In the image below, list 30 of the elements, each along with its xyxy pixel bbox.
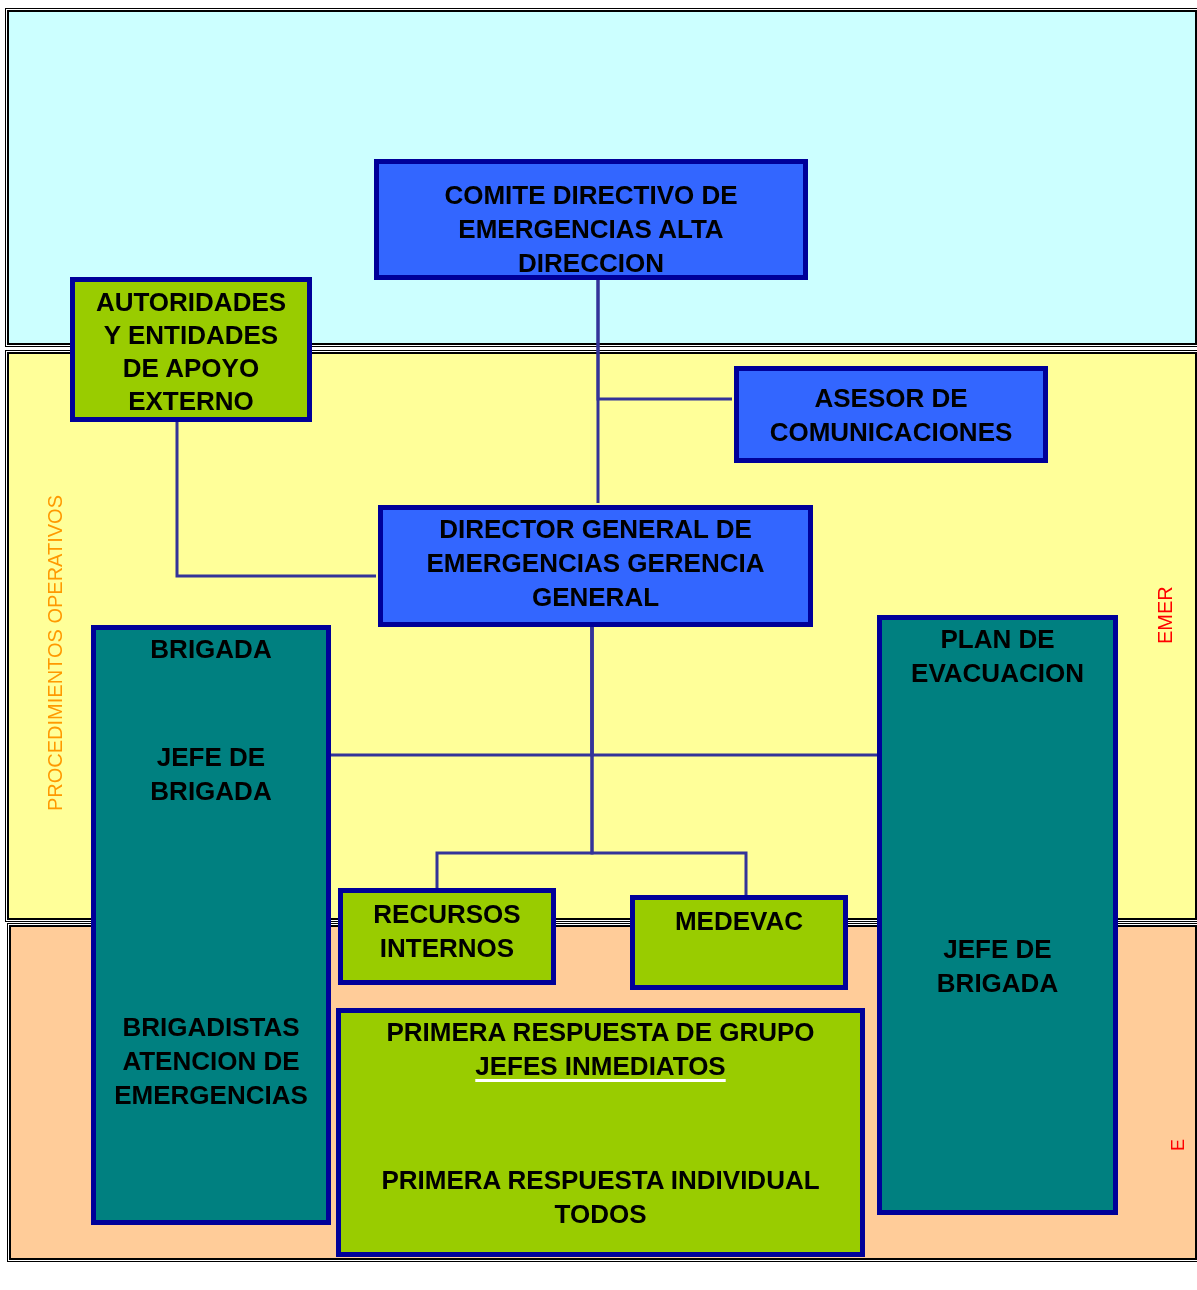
group-box: [91, 625, 331, 1225]
box-label: PRIMERA RESPUESTA DE GRUPO: [385, 1016, 816, 1049]
connector-line: [590, 625, 748, 895]
org-box: [336, 1008, 865, 1257]
side-label: E: [1169, 1138, 1187, 1151]
group-box: [877, 615, 1118, 1215]
box-label: JEFES INMEDIATOS: [474, 1050, 727, 1083]
org-box: [378, 505, 813, 627]
box-label: AUTORIDADES Y ENTIDADES DE APOYO EXTERNO: [94, 286, 288, 418]
side-label: EMER: [1155, 585, 1175, 644]
org-box: [70, 277, 312, 422]
box-label: JEFE DE BRIGADA: [149, 741, 273, 808]
box-label: JEFE DE BRIGADA: [935, 933, 1060, 1000]
org-box: [338, 888, 556, 985]
side-label: PROCEDIMIENTOS OPERATIVOS: [45, 494, 65, 811]
level-band: [7, 10, 1197, 345]
box-label: BRIGADISTAS ATENCION DE EMERGENCIAS: [113, 1011, 309, 1112]
connector-line: [596, 278, 732, 401]
org-box: [630, 895, 848, 990]
box-label: RECURSOS INTERNOS: [372, 898, 522, 965]
box-label: ASESOR DE COMUNICACIONES: [768, 382, 1014, 449]
box-label: COMITE DIRECTIVO DE EMERGENCIAS ALTA DIRECCION: [443, 179, 739, 280]
box-label: BRIGADA: [149, 633, 273, 666]
connector-line: [175, 422, 376, 578]
org-box: [374, 159, 808, 280]
box-label: PLAN DE EVACUACION: [910, 623, 1085, 690]
org-box: [734, 366, 1048, 463]
box-label: DIRECTOR GENERAL DE EMERGENCIAS GERENCIA GENERAL: [425, 513, 766, 614]
box-label: PRIMERA RESPUESTA INDIVIDUAL TODOS: [380, 1164, 821, 1231]
box-label: MEDEVAC: [673, 905, 805, 938]
